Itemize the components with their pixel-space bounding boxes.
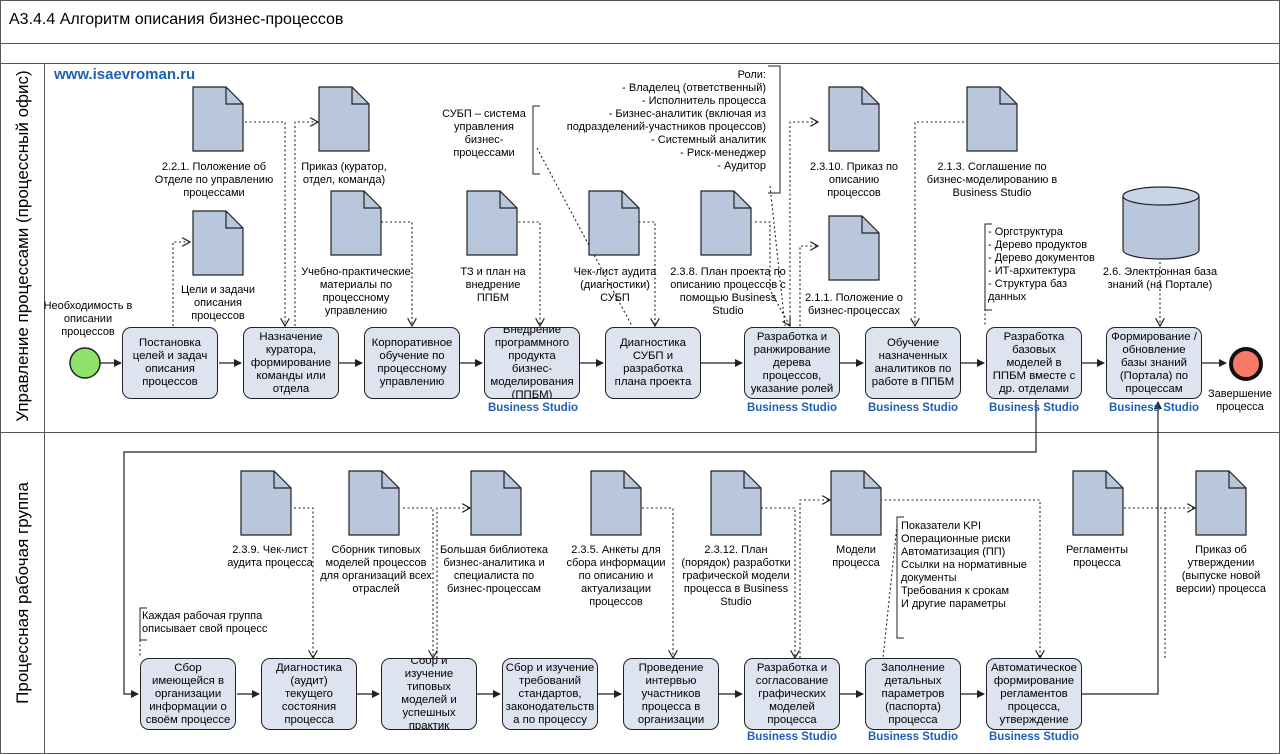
site-link[interactable]: www.isaevroman.ru [54, 66, 196, 83]
process-assign-curator[interactable]: Назначение куратора, формирование команд… [243, 327, 339, 399]
document-icon [588, 190, 640, 256]
doc-label-order: Приказ (куратор, отдел, команда) [301, 161, 387, 186]
document-icon [330, 190, 382, 256]
process-interviews[interactable]: Проведение интервью участников процесса … [623, 658, 719, 730]
process-training[interactable]: Корпоративное обучение по процессному уп… [364, 327, 460, 399]
doc-label-agreement: 2.1.3. Соглашение по бизнес-моделировани… [926, 161, 1058, 199]
document-icon [828, 215, 880, 281]
document-icon [828, 86, 880, 152]
lane-divider [0, 432, 1280, 434]
doc-label-library: Большая библиотека бизнес-аналитика и сп… [439, 544, 549, 595]
document-icon [700, 190, 752, 256]
process-typical-models[interactable]: Сбор и изучение типовых моделей и успешн… [381, 658, 477, 730]
annotation-roles: Роли: - Владелец (ответственный) - Испол… [566, 69, 766, 172]
doc-label-checklist-subp: Чек-лист аудита (диагностики) СУБП [573, 266, 657, 304]
document-icon [192, 210, 244, 276]
process-base-models[interactable]: Разработка базовых моделей в ППБМ вместе… [986, 327, 1082, 399]
start-event-label: Необходимость в описании процессов [43, 300, 133, 338]
doc-label-regulation-bp: 2.1.1. Положение о бизнес-процессах [805, 292, 903, 317]
doc-label-goals: Цели и задачи описания процессов [180, 284, 256, 322]
end-event [1229, 347, 1263, 381]
doc-label-tz: ТЗ и план на внедрение ППБМ [460, 266, 526, 304]
doc-label-typical-models: Сборник типовых моделей процессов для ор… [320, 544, 432, 595]
doc-label-questionnaires: 2.3.5. Анкеты для сбора информации по оп… [566, 544, 666, 608]
doc-label-graphic-plan: 2.3.12. План (порядок) разработки графич… [681, 544, 791, 608]
document-icon [318, 86, 370, 152]
document-icon [1195, 470, 1247, 536]
title-bar [0, 0, 1280, 44]
process-goals[interactable]: Постановка целей и задач описания процес… [122, 327, 218, 399]
doc-label-project-plan: 2.3.8. План проекта по описанию процессо… [670, 266, 786, 317]
tool-label-regulations: Business Studio [988, 731, 1080, 743]
doc-label-knowledge-base: 2.6. Электронная база знаний (на Портале… [1102, 266, 1218, 291]
annotation-each-group: Каждая рабочая группа описывает свой про… [142, 610, 268, 635]
tool-label-train: Business Studio [867, 402, 959, 414]
document-icon [466, 190, 518, 256]
process-diagnostics-subp[interactable]: Диагностика СУБП и разработка плана прое… [605, 327, 701, 399]
doc-label-regulations: Регламенты процесса [1066, 544, 1128, 569]
process-regulations[interactable]: Автоматическое формирование регламентов … [986, 658, 1082, 730]
doc-label-order-description: 2.3.10. Приказ по описанию процессов [809, 161, 899, 199]
tool-label-passport: Business Studio [867, 731, 959, 743]
header-strip [0, 44, 1280, 64]
doc-label-approval-order: Приказ об утверждении (выпуске новой вер… [1175, 544, 1267, 595]
tool-label-graphic: Business Studio [746, 731, 838, 743]
document-icon [830, 470, 882, 536]
doc-label-audit-checklist: 2.3.9. Чек-лист аудита процесса [227, 544, 313, 569]
annotation-params: Показатели KPI Операционные риски Автома… [901, 520, 1027, 610]
process-portal[interactable]: Формирование / обновление базы знаний (П… [1106, 327, 1202, 399]
document-icon [240, 470, 292, 536]
tool-label-tree: Business Studio [746, 402, 838, 414]
process-audit[interactable]: Диагностика (аудит) текущего состояния п… [261, 658, 357, 730]
document-icon [590, 470, 642, 536]
document-icon [1072, 470, 1124, 536]
process-implement-ppbm[interactable]: Внедрение программного продукта бизнес-м… [484, 327, 580, 399]
document-icon [348, 470, 400, 536]
tool-label-models: Business Studio [988, 402, 1080, 414]
end-event-label: Завершение процесса [1208, 388, 1272, 413]
document-icon [470, 470, 522, 536]
doc-label-materials: Учебно-практические материалы по процесс… [301, 266, 411, 317]
document-icon [192, 86, 244, 152]
annotation-structure: - Оргструктура - Дерево продуктов - Дере… [988, 226, 1095, 303]
tool-label-ppbm: Business Studio [487, 402, 579, 414]
doc-label-department: 2.2.1. Положение об Отделе по управлению… [154, 161, 274, 199]
document-icon [710, 470, 762, 536]
lane-label-column [0, 63, 45, 754]
process-tree[interactable]: Разработка и ранжирование дерева процесс… [744, 327, 840, 399]
annotation-subp: СУБП – система управления бизнес-процесс… [442, 108, 526, 159]
process-graphic-models[interactable]: Разработка и согласование графических мо… [744, 658, 840, 730]
page-title: А3.4.4 Алгоритм описания бизнес-процессо… [9, 11, 344, 28]
document-icon [966, 86, 1018, 152]
database-icon [1122, 186, 1200, 260]
tool-label-portal: Business Studio [1108, 402, 1200, 414]
process-passport[interactable]: Заполнение детальных параметров (паспорт… [865, 658, 961, 730]
process-collect-info[interactable]: Сбор имеющейся в организации информации … [140, 658, 236, 730]
process-train-analysts[interactable]: Обучение назначенных аналитиков по работ… [865, 327, 961, 399]
process-standards[interactable]: Сбор и изучение требований стандартов, з… [502, 658, 598, 730]
start-event [69, 347, 101, 379]
doc-label-process-models: Модели процесса [832, 544, 880, 569]
